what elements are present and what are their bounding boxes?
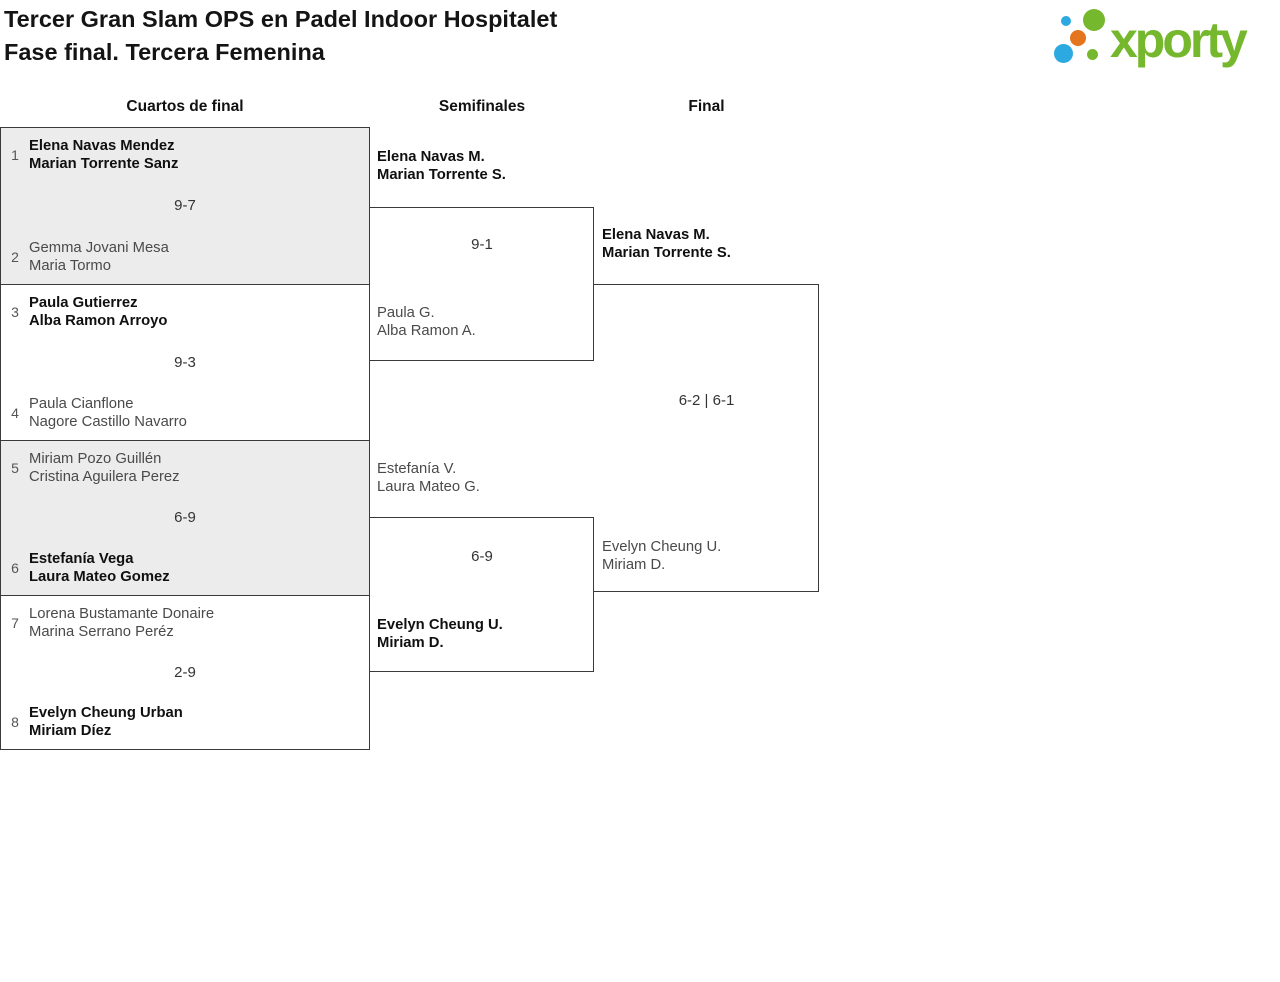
seed-number: 2 [11,249,19,265]
player-name: Miriam D. [377,635,444,651]
player-name: Elena Navas M. [377,149,485,165]
page-title-line-1: Tercer Gran Slam OPS en Padel Indoor Hos… [4,6,558,32]
player-name: Miriam D. [602,557,666,573]
seed-number: 7 [11,615,19,631]
team-row: 1 Elena Navas Mendez Marian Torrente San… [1,137,369,173]
semifinal-1-team-bottom: Paula G. Alba Ramon A. [377,304,476,340]
match-quarterfinal-2: 3 Paula Gutierrez Alba Ramon Arroyo 9-3 … [0,284,370,441]
team-names: Estefanía Vega Laura Mateo Gomez [29,550,170,586]
logo-dot-blue-large-icon [1054,44,1073,63]
player-name: Marian Torrente Sanz [29,156,179,172]
team-names: Miriam Pozo Guillén Cristina Aguilera Pe… [29,450,180,486]
team-row: 6 Estefanía Vega Laura Mateo Gomez [1,550,369,586]
player-name: Cristina Aguilera Perez [29,469,180,485]
final-connector-box [594,284,819,592]
match-score: 9-7 [174,197,196,214]
semifinal-1-connector-box [370,207,594,361]
player-name: Miriam Díez [29,723,112,739]
match-quarterfinal-3: 5 Miriam Pozo Guillén Cristina Aguilera … [0,440,370,596]
player-name: Estefanía V. [377,461,457,477]
player-name: Laura Mateo G. [377,479,480,495]
page-title-line-2: Fase final. Tercera Femenina [4,39,325,65]
team-names: Gemma Jovani Mesa Maria Tormo [29,239,169,275]
page-title: Tercer Gran Slam OPS en Padel Indoor Hos… [4,3,557,69]
player-name: Marina Serrano Peréz [29,624,174,640]
seed-number: 1 [11,147,19,163]
player-name: Elena Navas Mendez [29,138,175,154]
seed-number: 5 [11,460,19,476]
team-names: Lorena Bustamante Donaire Marina Serrano… [29,605,214,641]
player-name: Gemma Jovani Mesa [29,240,169,256]
player-name: Marian Torrente S. [602,245,731,261]
match-quarterfinal-4: 7 Lorena Bustamante Donaire Marina Serra… [0,595,370,750]
team-names: Evelyn Cheung Urban Miriam Díez [29,704,183,740]
semifinal-2-connector-box [370,517,594,672]
player-name: Evelyn Cheung U. [377,617,503,633]
player-name: Lorena Bustamante Donaire [29,606,215,622]
round-header-cuartos: Cuartos de final [126,98,244,115]
match-quarterfinal-1: 1 Elena Navas Mendez Marian Torrente San… [0,127,370,285]
logo-dot-green-small-icon [1087,49,1098,60]
player-name: Alba Ramon Arroyo [29,313,168,329]
logo-wordmark: xporty [1110,12,1248,68]
logo-dot-green-large-icon [1083,9,1105,31]
team-row: 8 Evelyn Cheung Urban Miriam Díez [1,704,369,740]
semifinal-2-team-top: Estefanía V. Laura Mateo G. [377,460,480,496]
player-name: Laura Mateo Gomez [29,569,170,585]
round-header-semifinales: Semifinales [438,98,526,115]
team-row: 5 Miriam Pozo Guillén Cristina Aguilera … [1,450,369,486]
team-names: Paula Cianflone Nagore Castillo Navarro [29,395,187,431]
player-name: Evelyn Cheung Urban [29,705,183,721]
player-name: Paula Gutierrez [29,295,138,311]
team-row: 3 Paula Gutierrez Alba Ramon Arroyo [1,294,369,330]
seed-number: 3 [11,304,19,320]
player-name: Alba Ramon A. [377,323,476,339]
final-team-bottom: Evelyn Cheung U. Miriam D. [602,538,721,574]
seed-number: 6 [11,560,19,576]
seed-number: 8 [11,714,19,730]
player-name: Evelyn Cheung U. [602,539,722,555]
team-names: Elena Navas Mendez Marian Torrente Sanz [29,137,178,173]
match-score: 2-9 [174,663,196,681]
semifinal-1-score: 9-1 [471,236,493,253]
player-name: Paula Cianflone [29,396,134,412]
player-name: Marian Torrente S. [377,167,506,183]
final-team-top: Elena Navas M. Marian Torrente S. [602,226,731,262]
xporty-logo[interactable]: xporty [1050,5,1278,77]
logo-dot-orange-icon [1070,30,1086,46]
team-row: 2 Gemma Jovani Mesa Maria Tormo [1,239,369,275]
match-score: 9-3 [174,353,196,371]
team-names: Paula Gutierrez Alba Ramon Arroyo [29,294,167,330]
player-name: Elena Navas M. [602,227,710,243]
semifinal-2-team-bottom: Evelyn Cheung U. Miriam D. [377,616,503,652]
logo-dot-blue-small-icon [1061,16,1071,26]
player-name: Estefanía Vega [29,551,134,567]
match-score: 6-9 [174,509,196,526]
player-name: Paula G. [377,305,435,321]
team-row: 7 Lorena Bustamante Donaire Marina Serra… [1,605,369,641]
player-name: Maria Tormo [29,258,111,274]
seed-number: 4 [11,405,19,421]
final-score: 6-2 | 6-1 [678,392,735,409]
player-name: Nagore Castillo Navarro [29,414,187,430]
semifinal-2-score: 6-9 [471,548,493,565]
player-name: Miriam Pozo Guillén [29,451,162,467]
semifinal-1-team-top: Elena Navas M. Marian Torrente S. [377,148,506,184]
round-header-final: Final [688,98,725,115]
team-row: 4 Paula Cianflone Nagore Castillo Navarr… [1,395,369,431]
